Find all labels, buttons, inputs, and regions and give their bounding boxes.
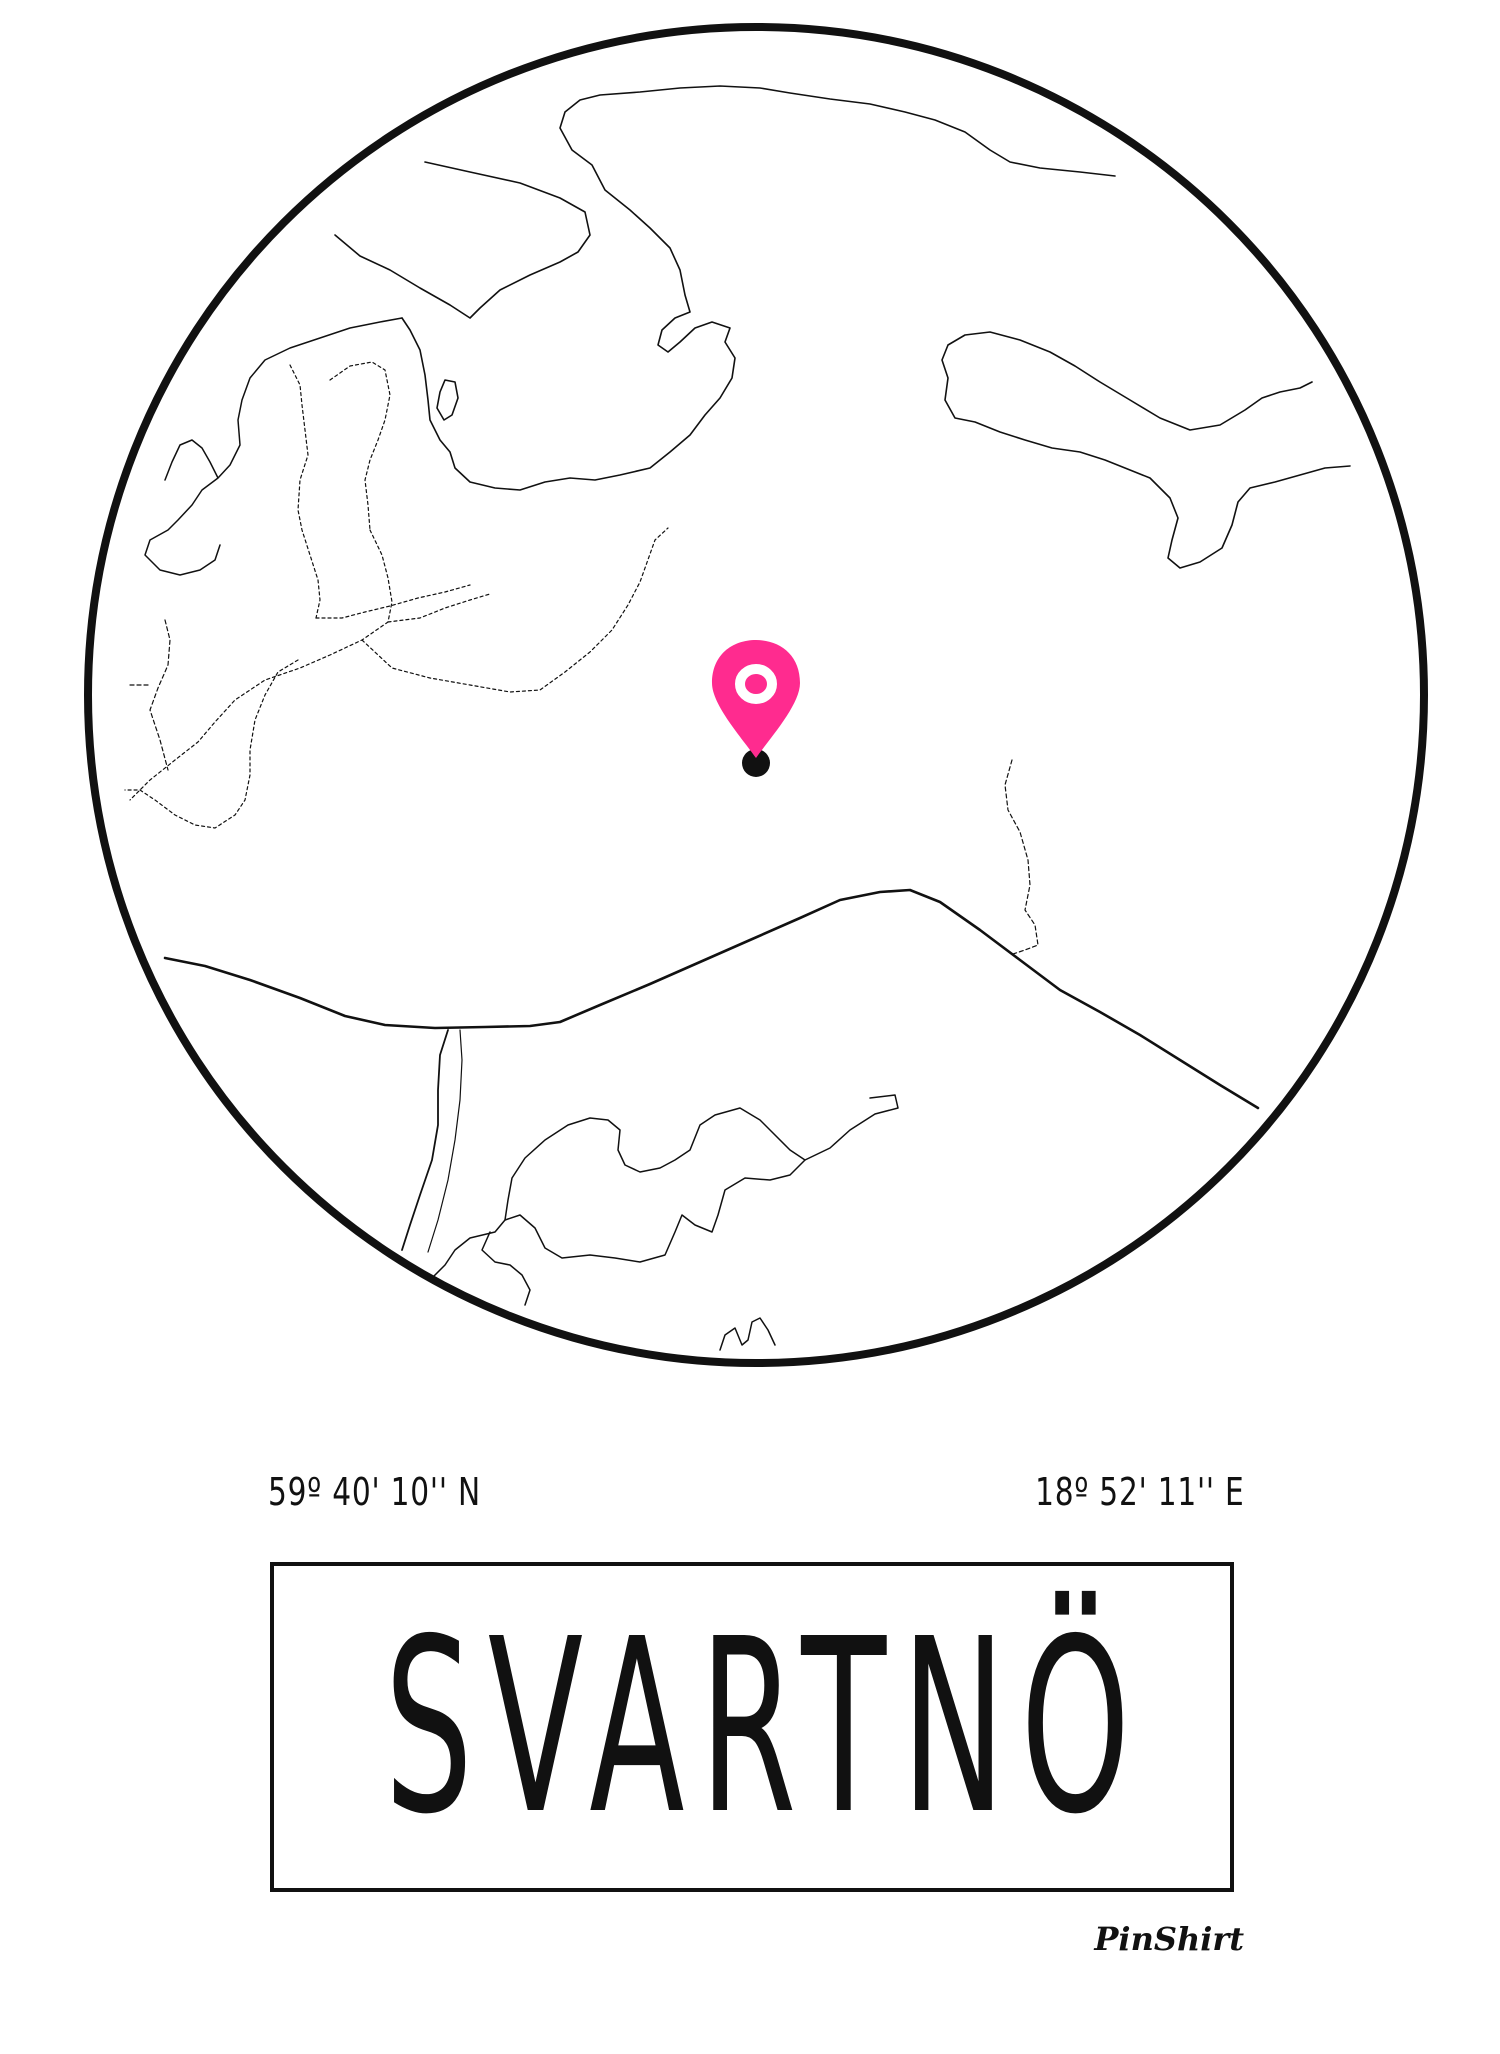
map-frame [84, 23, 1428, 1367]
map-road [401, 1029, 449, 1251]
map-pin-icon[interactable] [712, 640, 800, 777]
map-path [1004, 759, 1039, 956]
map-south-coast [481, 1231, 531, 1306]
map-west-coast [144, 317, 403, 576]
place-name-box: SVARTNÖ [270, 1562, 1234, 1892]
map-path [124, 659, 299, 829]
map-path [329, 361, 391, 531]
map-south-coast [429, 1094, 899, 1281]
map-circle [84, 23, 1428, 1367]
place-name: SVARTNÖ [384, 1587, 1146, 1867]
longitude-label: 18º 52' 11'' E [1035, 1470, 1245, 1514]
map-east-island [941, 331, 1351, 569]
map-road [427, 1029, 463, 1253]
map-path [387, 593, 491, 623]
map-shore [334, 161, 591, 319]
map-main-road [163, 888, 1260, 1110]
latitude-label: 59º 40' 10'' N [268, 1470, 481, 1514]
map-coastline [401, 85, 1116, 491]
map-south-coast [719, 1317, 776, 1351]
map-islet [436, 379, 459, 421]
map-path [149, 619, 171, 771]
map-south-coast [504, 1159, 806, 1263]
map-path [315, 584, 471, 619]
map-path [361, 527, 669, 693]
brand-logo: PinShirt [1094, 1920, 1244, 1958]
map-path [129, 529, 393, 801]
map-path [289, 364, 321, 619]
